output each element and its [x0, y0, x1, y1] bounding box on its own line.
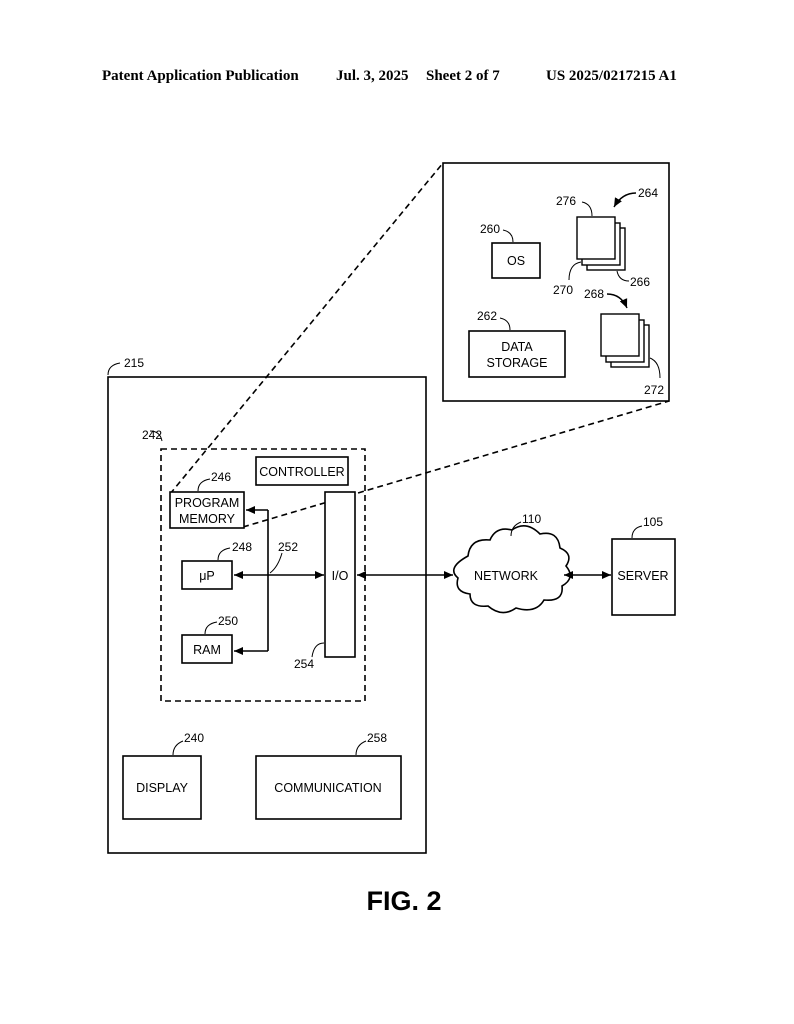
- communication-label: COMMUNICATION: [274, 781, 381, 795]
- program-memory-ref-leader: [197, 478, 211, 492]
- stack-a-back-ref: 266: [630, 275, 650, 289]
- communication-box: [255, 755, 402, 820]
- controller-label: CONTROLLER: [259, 465, 344, 479]
- stack-a-mid-ref-leader: [568, 261, 582, 281]
- network-label: NETWORK: [474, 569, 539, 583]
- stack-a-mid-ref: 270: [553, 283, 573, 297]
- bus-ref-leader: [269, 552, 283, 574]
- server-ref: 105: [643, 515, 663, 529]
- network-ref-leader: [510, 521, 522, 537]
- device-ref-leader: [107, 362, 121, 376]
- device-ref: 215: [124, 356, 144, 370]
- program-memory-box: [169, 491, 245, 529]
- controller-group-ref: 242: [142, 428, 162, 442]
- data-storage-label-line1: DATA: [501, 340, 533, 354]
- ram-ref: 250: [218, 614, 238, 628]
- communication-ref: 258: [367, 731, 387, 745]
- os-ref-leader: [502, 229, 514, 243]
- stack-b-group-arrow: [606, 293, 628, 309]
- microprocessor-label: μP: [199, 569, 215, 583]
- program-memory-label-line1: PROGRAM: [175, 496, 240, 510]
- document-stack-a-icon: [576, 216, 626, 271]
- program-memory-ref: 246: [211, 470, 231, 484]
- data-storage-box: [468, 330, 566, 378]
- display-ref: 240: [184, 731, 204, 745]
- stack-a-top-ref: 276: [556, 194, 576, 208]
- os-ref: 260: [480, 222, 500, 236]
- stack-a-group-arrow: [613, 192, 637, 208]
- io-ref-leader: [311, 642, 325, 658]
- stack-a-top-ref-leader: [581, 201, 593, 217]
- controller-box: [255, 456, 349, 486]
- io-box: [324, 491, 356, 658]
- stack-b-back-ref-leader: [649, 357, 661, 379]
- controller-group-ref-leader: [149, 430, 163, 442]
- communication-ref-leader: [355, 740, 367, 756]
- stack-b-group-ref: 268: [584, 287, 604, 301]
- data-storage-ref-leader: [499, 317, 511, 331]
- os-label: OS: [507, 254, 525, 268]
- document-stack-b-icon: [600, 313, 650, 368]
- stack-a-back-ref-leader: [616, 270, 630, 282]
- server-box: [611, 538, 676, 616]
- ram-label: RAM: [193, 643, 221, 657]
- microprocessor-ref: 248: [232, 540, 252, 554]
- os-box: [491, 242, 541, 279]
- microprocessor-box: [181, 560, 233, 590]
- ram-ref-leader: [204, 621, 218, 635]
- header-date: Jul. 3, 2025: [336, 68, 409, 84]
- server-ref-leader: [631, 525, 643, 539]
- ram-box: [181, 634, 233, 664]
- microprocessor-ref-leader: [217, 547, 231, 561]
- network-ref: 110: [522, 512, 541, 526]
- io-ref: 254: [294, 657, 314, 671]
- server-label: SERVER: [617, 569, 668, 583]
- display-ref-leader: [172, 740, 184, 756]
- program-memory-label-line2: MEMORY: [179, 512, 236, 526]
- zoom-line-upper: [169, 162, 444, 495]
- header-publication: Patent Application Publication: [102, 68, 299, 84]
- header-sheet: Sheet 2 of 7: [426, 68, 500, 84]
- display-box: [122, 755, 202, 820]
- data-storage-label-line2: STORAGE: [487, 356, 548, 370]
- figure-caption: FIG. 2: [366, 886, 441, 916]
- stack-a-group-ref: 264: [638, 186, 658, 200]
- display-label: DISPLAY: [136, 781, 189, 795]
- zoom-line-lower: [242, 400, 670, 528]
- stack-b-back-ref: 272: [644, 383, 664, 397]
- data-storage-ref: 262: [477, 309, 497, 323]
- device-box: [107, 376, 427, 854]
- bus-ref: 252: [278, 540, 298, 554]
- header-number: US 2025/0217215 A1: [546, 68, 677, 84]
- io-label: I/O: [332, 569, 349, 583]
